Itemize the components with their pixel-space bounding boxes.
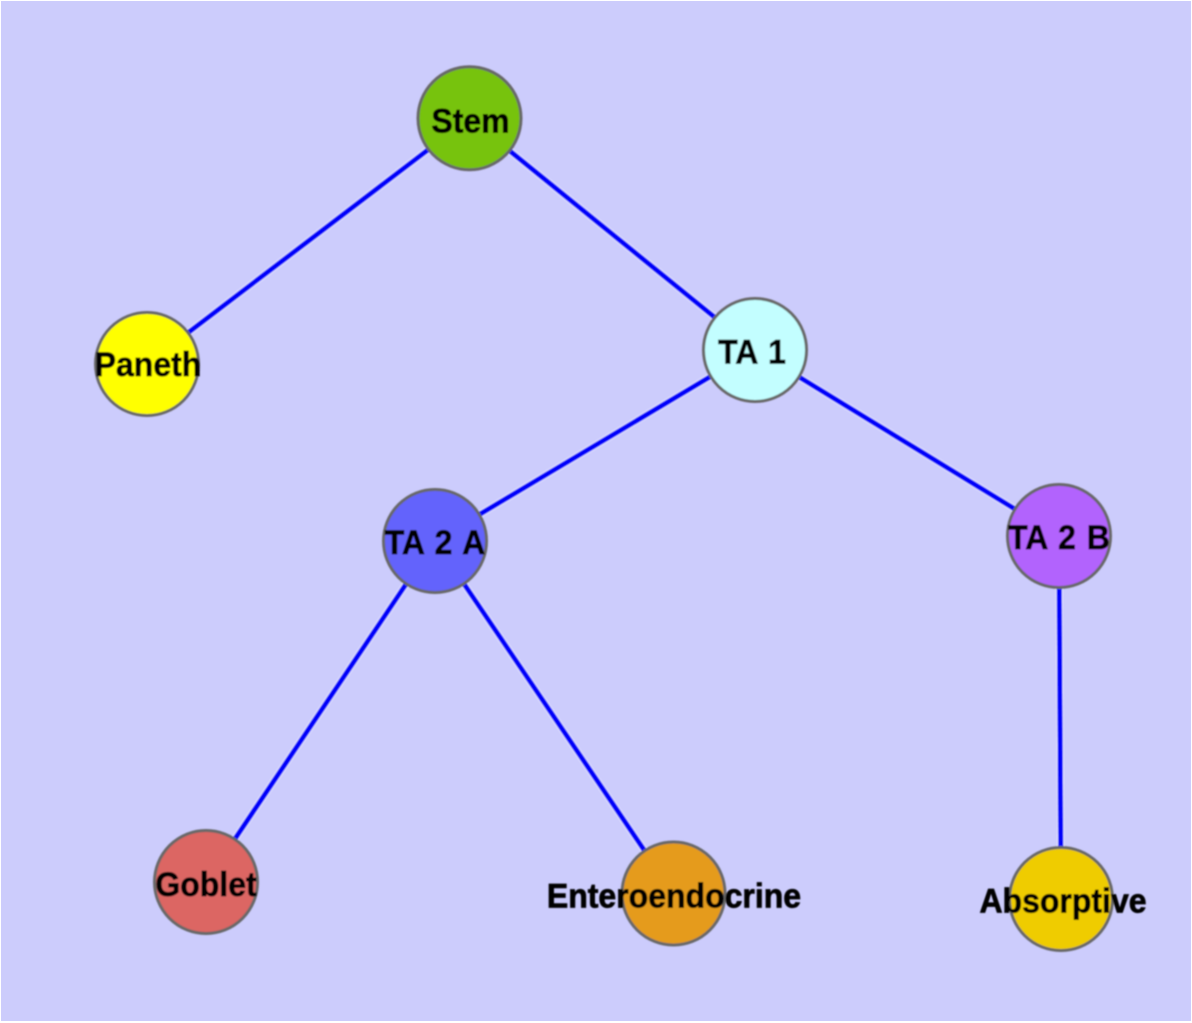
svg-text:Enteroendocrine: Enteroendocrine bbox=[547, 878, 801, 916]
svg-text:Absorptive: Absorptive bbox=[979, 883, 1146, 921]
svg-text:Goblet: Goblet bbox=[155, 866, 256, 904]
svg-text:TA 1: TA 1 bbox=[718, 334, 786, 372]
svg-text:TA 2 A: TA 2 A bbox=[385, 524, 486, 562]
svg-text:Paneth: Paneth bbox=[95, 346, 202, 384]
svg-text:TA 2 B: TA 2 B bbox=[1008, 519, 1110, 557]
svg-text:Stem: Stem bbox=[431, 103, 509, 141]
